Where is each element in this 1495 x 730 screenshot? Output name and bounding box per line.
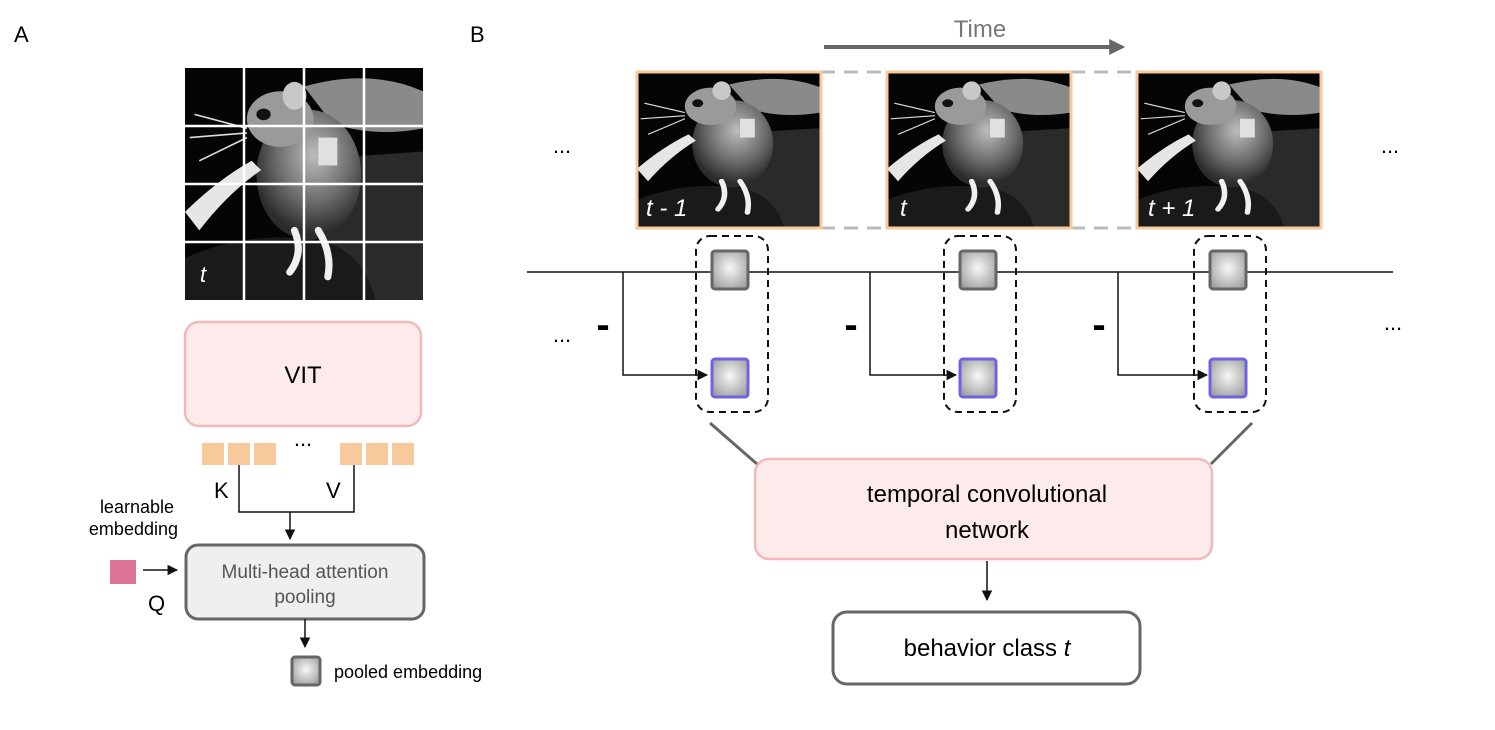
time-step-group: -: [1092, 235, 1267, 413]
tcn-label-line2: network: [945, 517, 1030, 544]
tcn-label-line1: temporal convolutional: [867, 481, 1107, 508]
difference-embedding: [1208, 357, 1248, 399]
token-ellipsis: ...: [294, 426, 312, 451]
difference-arrow: [1117, 272, 1209, 381]
frame-label: t + 1: [1148, 195, 1195, 222]
output-prefix: behavior class: [904, 635, 1064, 662]
key-label: K: [214, 478, 229, 503]
time-step-group: -: [596, 235, 769, 413]
panel-label-a: A: [14, 22, 29, 47]
query-label: Q: [148, 591, 165, 616]
time-step-group: -: [844, 235, 1017, 413]
learnable-label-line2: embedding: [89, 519, 178, 539]
token: [254, 443, 276, 465]
frame-t-minus-1: t - 1: [635, 70, 823, 230]
vit-label: VIT: [284, 362, 322, 389]
tcn-input-line-right: [1209, 421, 1254, 466]
frame-embedding: [958, 249, 998, 291]
minus-sign: -: [844, 303, 857, 347]
frame-time-label: t: [200, 262, 207, 287]
pooling-label-line1: Multi-head attention: [222, 562, 389, 583]
ellipsis-left-top: ...: [553, 133, 571, 158]
minus-sign: -: [1092, 303, 1105, 347]
ellipsis-right-top: ...: [1381, 133, 1399, 158]
value-label: V: [326, 478, 341, 503]
time-arrow: Time: [824, 16, 1126, 55]
frame-label: t: [900, 195, 908, 222]
time-label: Time: [954, 16, 1006, 43]
frame-t-plus-1: t + 1: [1135, 70, 1323, 230]
learnable-label-line1: learnable: [100, 497, 174, 517]
tcn-input-line-left: [709, 421, 758, 466]
frame-t: t: [885, 70, 1073, 230]
embedding-pair-box: [1193, 235, 1267, 413]
panel-label-b: B: [470, 22, 485, 47]
difference-arrow: [869, 272, 958, 381]
behavior-class-label: behavior class t: [904, 635, 1072, 662]
difference-arrow: [622, 272, 709, 381]
output-variable: t: [1064, 635, 1072, 662]
difference-embedding: [710, 357, 750, 399]
minus-sign: -: [596, 303, 609, 347]
token-row: ...: [202, 426, 414, 465]
kv-connector: K V: [214, 465, 355, 541]
difference-embedding: [958, 357, 998, 399]
token: [340, 443, 362, 465]
embedding-pair-box: [943, 235, 1017, 413]
pooled-embedding-label: pooled embedding: [334, 662, 482, 682]
vit-block: VIT: [183, 320, 423, 428]
pooling-label-line2: pooling: [274, 587, 335, 608]
token: [202, 443, 224, 465]
frame-image: [887, 72, 1071, 228]
ellipsis-right-mid: ...: [1384, 310, 1402, 335]
token: [392, 443, 414, 465]
behavior-class-output: behavior class t: [831, 610, 1142, 686]
token: [366, 443, 388, 465]
ellipsis-left-mid: ...: [553, 322, 571, 347]
token: [228, 443, 250, 465]
frame-embedding: [710, 249, 750, 291]
patched-frame: t: [185, 68, 423, 300]
tcn-block: temporal convolutional network: [753, 457, 1214, 561]
embedding-pair-box: [695, 235, 769, 413]
frame-label: t - 1: [646, 195, 687, 222]
frame-embedding: [1208, 249, 1248, 291]
learnable-embedding-square: [110, 560, 136, 584]
pooled-embedding-square: [290, 655, 322, 687]
attention-pooling-block: Multi-head attention pooling: [184, 543, 426, 621]
